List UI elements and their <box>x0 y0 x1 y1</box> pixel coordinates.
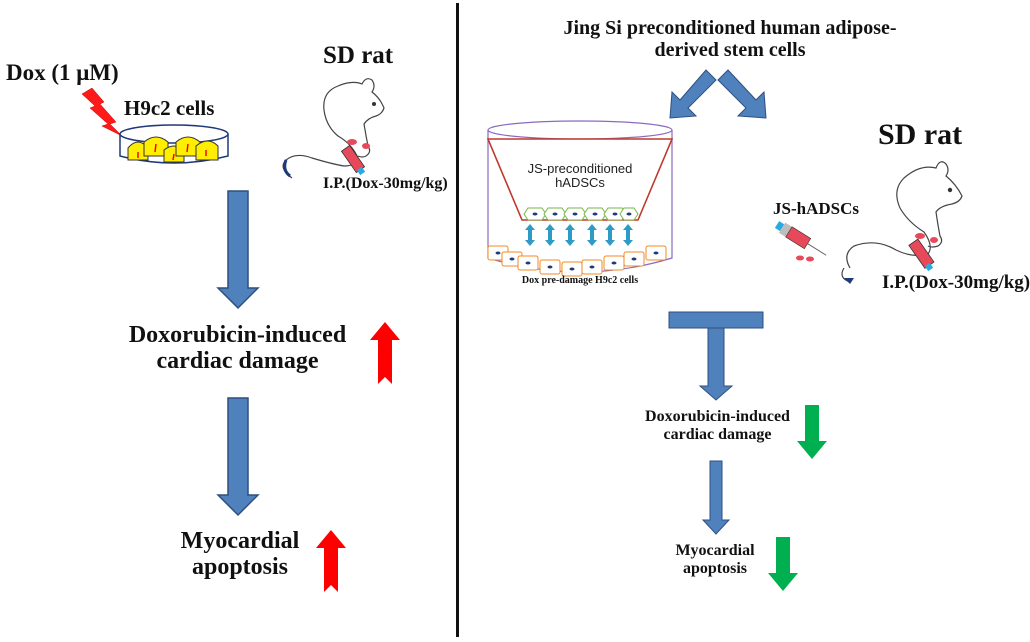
title-line-1: Jing Si preconditioned human adipose- <box>563 17 897 39</box>
outcome-apoptosis: Myocardial apoptosis <box>150 528 330 581</box>
plate-caption: Dox pre-damage H9c2 cells <box>521 275 639 286</box>
right-panel-title: Jing Si preconditioned human adipose- de… <box>520 17 940 61</box>
petri-dish-icon <box>119 124 229 164</box>
outcome-line-2: cardiac damage <box>156 348 319 375</box>
outcome-cardiac-damage: Doxorubicin-induced cardiac damage <box>625 408 810 443</box>
insert-label-line-1: JS-preconditioned <box>527 161 633 176</box>
outcome-line-1: Doxorubicin-induced <box>128 322 347 348</box>
outcome-line-1: Myocardial <box>675 542 755 559</box>
syringe-label: JS-hADSCs <box>773 199 859 218</box>
outcome-line-2: cardiac damage <box>663 425 772 443</box>
decrease-arrow-icon <box>768 537 798 591</box>
flow-arrow-down <box>216 190 260 310</box>
rat-title: SD rat <box>878 118 963 151</box>
outcome-apoptosis: Myocardial apoptosis <box>660 542 770 577</box>
lightning-bolt-icon <box>81 87 123 137</box>
rat-injection-label: I.P.(Dox-30mg/kg) <box>323 175 448 192</box>
cells-label: H9c2 cells <box>124 96 215 120</box>
transwell-diagram <box>486 120 674 277</box>
outcome-cardiac-damage: Doxorubicin-induced cardiac damage <box>100 322 375 375</box>
dox-label: Dox (1 μM) <box>6 60 119 85</box>
outcome-line-2: apoptosis <box>682 559 748 577</box>
panel-divider <box>456 3 459 637</box>
rat-illustration <box>841 161 963 284</box>
decrease-arrow-icon <box>797 405 827 459</box>
rat-injection-label: I.P.(Dox-30mg/kg) <box>882 272 1030 293</box>
syringe-icon <box>774 221 827 262</box>
increase-arrow-icon <box>370 322 400 384</box>
syringe-icon <box>340 139 370 176</box>
outcome-line-2: apoptosis <box>191 554 289 581</box>
title-line-2: derived stem cells <box>654 39 806 61</box>
flow-arrow-down <box>216 397 260 517</box>
increase-arrow-icon <box>316 530 346 592</box>
outcome-line-1: Myocardial <box>180 528 300 554</box>
rat-title: SD rat <box>323 42 394 69</box>
split-arrows <box>669 69 767 119</box>
inhibition-arrow <box>668 311 764 401</box>
insert-label: JS-preconditioned hADSCs <box>520 161 640 191</box>
rat-illustration <box>282 78 385 179</box>
outcome-line-1: Doxorubicin-induced <box>645 408 790 425</box>
flow-arrow-down <box>701 460 731 535</box>
syringe-icon <box>908 233 938 272</box>
insert-label-line-2: hADSCs <box>555 175 605 191</box>
